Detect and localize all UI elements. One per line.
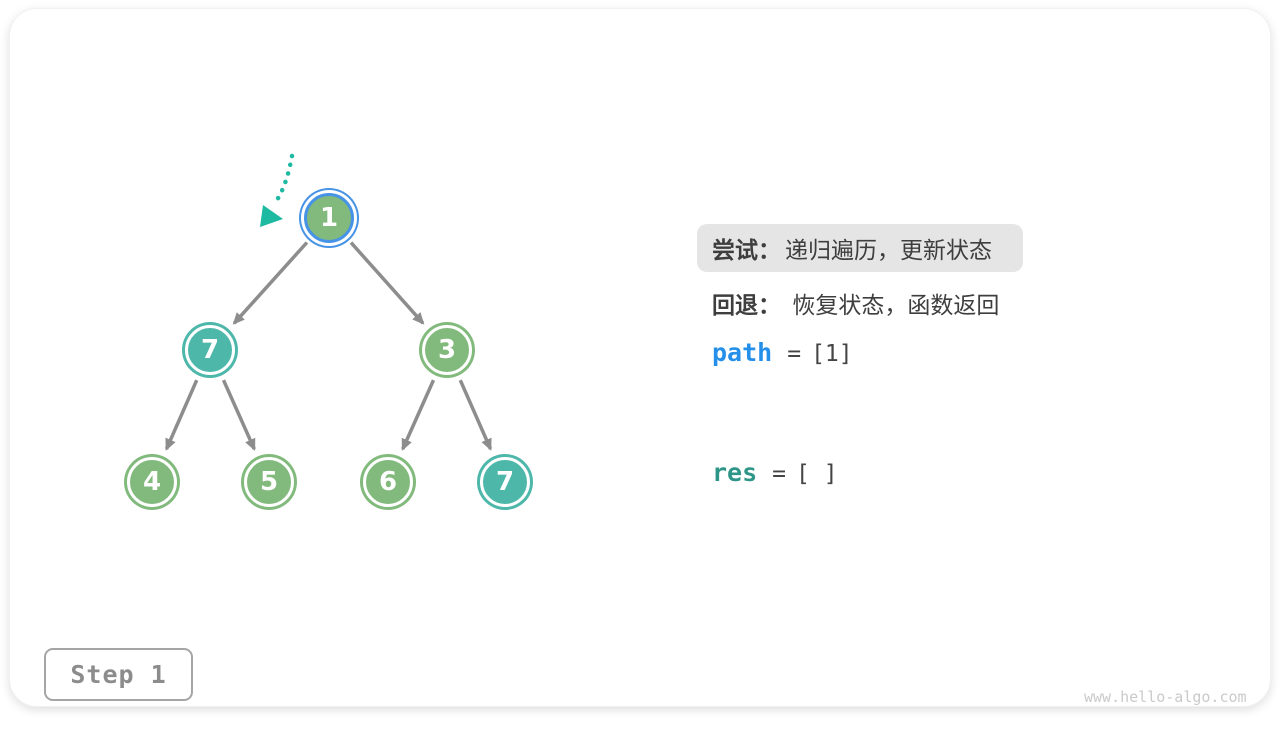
pointer-arrow-icon xyxy=(260,153,295,227)
hint-back-label: 回退： xyxy=(712,293,781,319)
tree-node-6: 6 xyxy=(363,457,413,507)
tree-edges xyxy=(164,241,493,451)
figure-card: 1 7 3 4 5 6 7 尝试： 递归遍历，更新状态 回退： 恢复状态，函数返回 path… xyxy=(9,8,1271,707)
tree-node-7: 7 xyxy=(480,457,530,507)
tree-edge xyxy=(401,379,436,451)
path-variable: path xyxy=(712,338,773,367)
step-badge-label: Step 1 xyxy=(70,660,167,689)
res-value: [ ] xyxy=(796,461,838,487)
tree-edge xyxy=(458,379,493,451)
hint-try: 尝试： 递归遍历，更新状态 xyxy=(697,224,1023,272)
path-state-line: path = [1] xyxy=(712,338,853,367)
step-badge: Step 1 xyxy=(44,648,193,701)
tree-edge xyxy=(349,241,425,325)
watermark: www.hello-algo.com xyxy=(1084,688,1247,706)
tree-edge xyxy=(232,241,309,325)
path-value: [1] xyxy=(811,341,853,367)
tree-edge xyxy=(164,379,199,451)
tree-node-7: 7 xyxy=(185,325,235,375)
hint-back-text: 恢复状态，函数返回 xyxy=(792,293,1000,319)
tree-node-5: 5 xyxy=(244,457,294,507)
res-variable: res xyxy=(712,458,758,487)
tree-node-1: 1 xyxy=(304,193,354,243)
res-equals: = xyxy=(772,461,787,487)
res-state-line: res = [ ] xyxy=(712,458,838,487)
tree-edges-layer xyxy=(164,153,493,451)
hint-back: 回退： 恢复状态，函数返回 xyxy=(712,286,999,320)
hint-try-text: 递归遍历，更新状态 xyxy=(785,238,992,264)
tree-node-3: 3 xyxy=(422,325,472,375)
binary-tree-diagram: 1 7 3 4 5 6 7 xyxy=(10,9,1280,729)
hint-try-label: 尝试： xyxy=(712,238,781,264)
tree-edge xyxy=(221,379,256,451)
tree-node-4: 4 xyxy=(127,457,177,507)
path-equals: = xyxy=(787,341,802,367)
